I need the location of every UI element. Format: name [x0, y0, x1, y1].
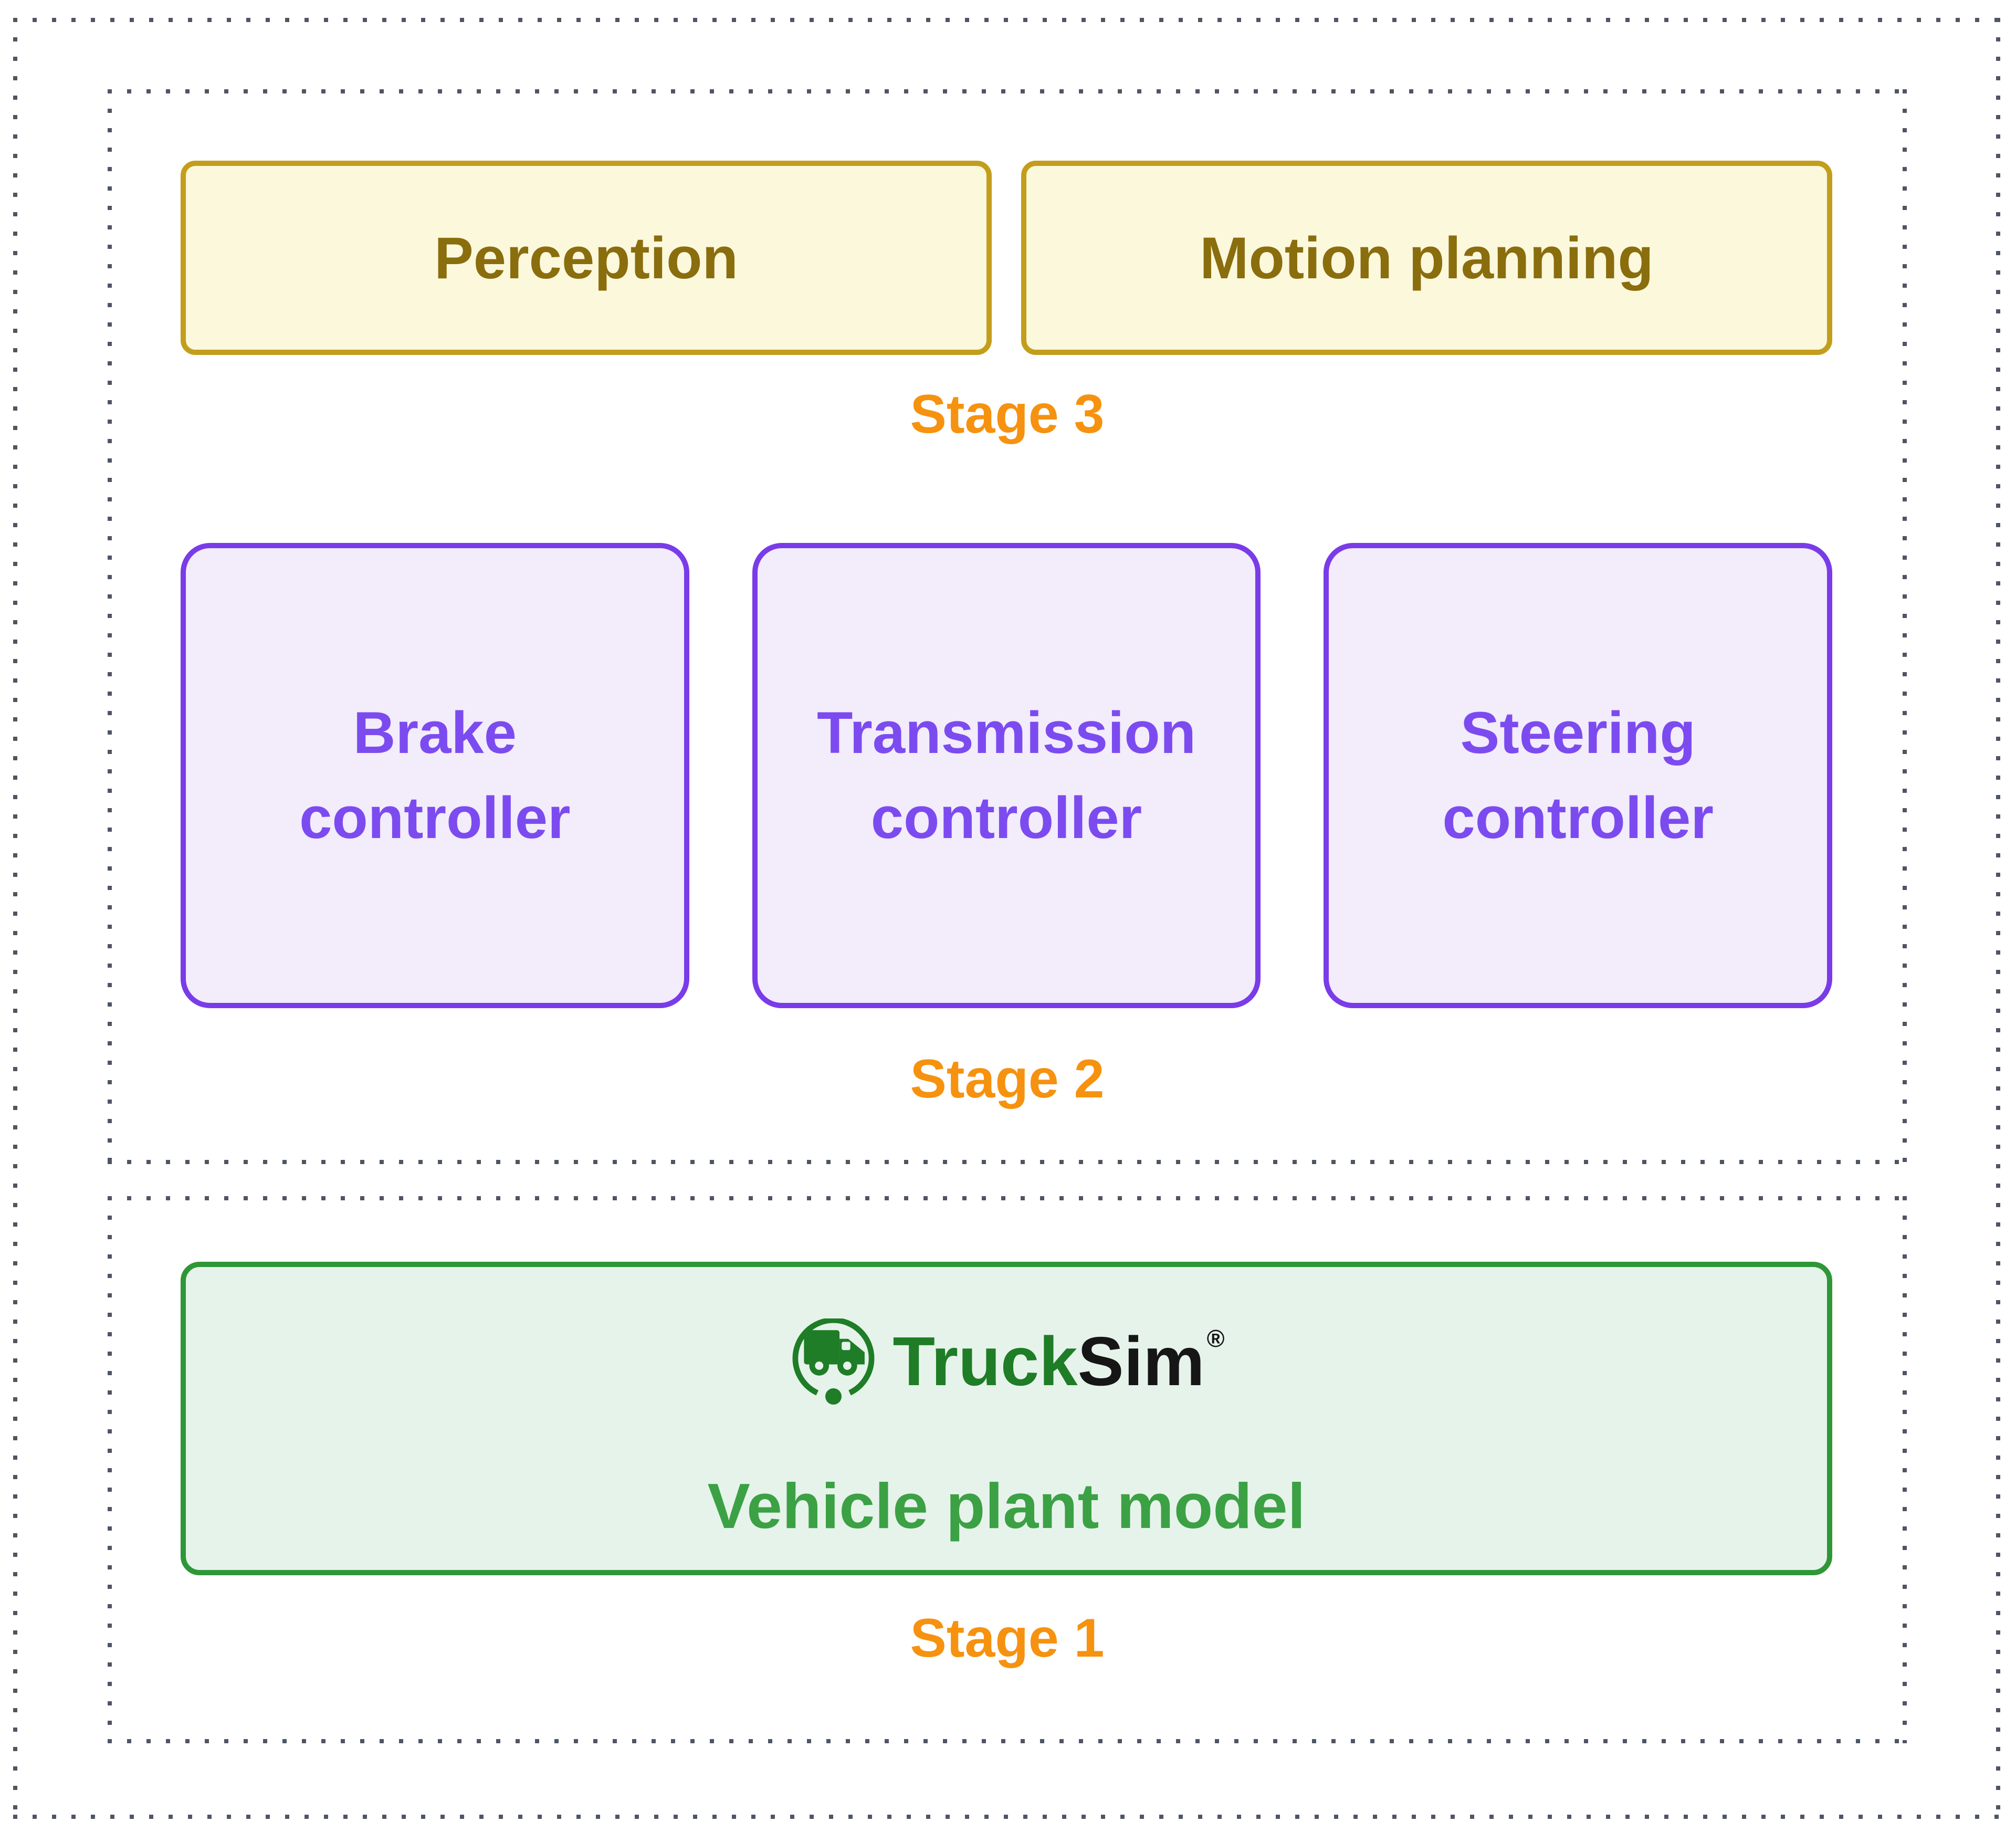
perception-box-label: Perception [434, 225, 738, 291]
stage2-label: Stage 2 [910, 1049, 1105, 1109]
steering-controller-box-label: Steering controller [1442, 699, 1714, 851]
motion-planning-box: Motion planning [1021, 161, 1832, 355]
trucksim-word-truck: Truck [892, 1323, 1078, 1400]
steering-controller-box: Steering controller [1324, 543, 1833, 1008]
transmission-controller-box-label: Transmission controller [816, 699, 1196, 851]
trucksim-plant-box: TruckSim® Vehicle plant model [181, 1262, 1832, 1575]
motion-planning-box-label: Motion planning [1200, 225, 1654, 291]
transmission-controller-box: Transmission controller [752, 543, 1261, 1008]
truck-in-circle-icon [792, 1318, 875, 1405]
trucksim-wordmark: TruckSim® [892, 1325, 1225, 1396]
vehicle-plant-model-title: Vehicle plant model [707, 1470, 1306, 1542]
trucksim-word-sim: Sim [1077, 1323, 1205, 1400]
trucksim-logo: TruckSim® [790, 1317, 1225, 1406]
brake-controller-box-label: Brake controller [299, 699, 571, 851]
stage2-row: Brake controller Transmission controller… [181, 543, 1833, 1008]
outer-dotted-frame: Perception Motion planning Stage 3 Brake… [13, 18, 2000, 1819]
stage3-row: Perception Motion planning [181, 161, 1832, 355]
controllers-dotted-group: Perception Motion planning Stage 3 Brake… [108, 89, 1907, 1164]
plant-dotted-group: TruckSim® Vehicle plant model Stage 1 [108, 1196, 1907, 1743]
stage3-label: Stage 3 [910, 384, 1105, 445]
stage1-label: Stage 1 [910, 1608, 1105, 1669]
registered-trademark-mark: ® [1206, 1325, 1225, 1352]
perception-box: Perception [181, 161, 992, 355]
brake-controller-box: Brake controller [181, 543, 689, 1008]
